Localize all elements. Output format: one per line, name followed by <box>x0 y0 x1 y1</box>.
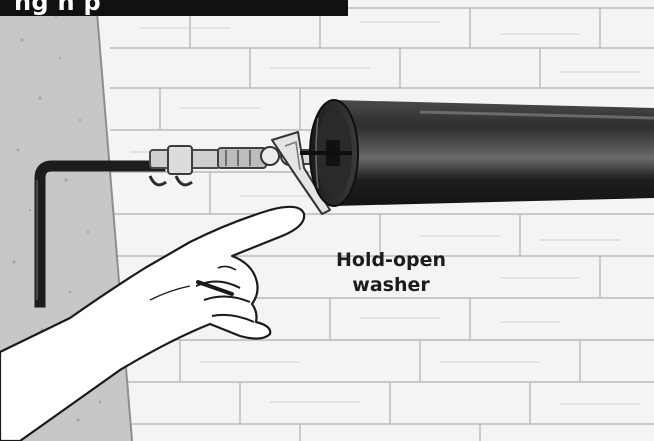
curtain-rod-icon <box>300 100 654 206</box>
callout-line-2: washer <box>316 273 466 298</box>
callout-line-1: Hold-open <box>316 248 466 273</box>
washer-callout: Hold-open washer <box>316 248 466 298</box>
header-banner: ng h p <box>0 0 348 16</box>
header-title: ng h p <box>14 0 101 16</box>
